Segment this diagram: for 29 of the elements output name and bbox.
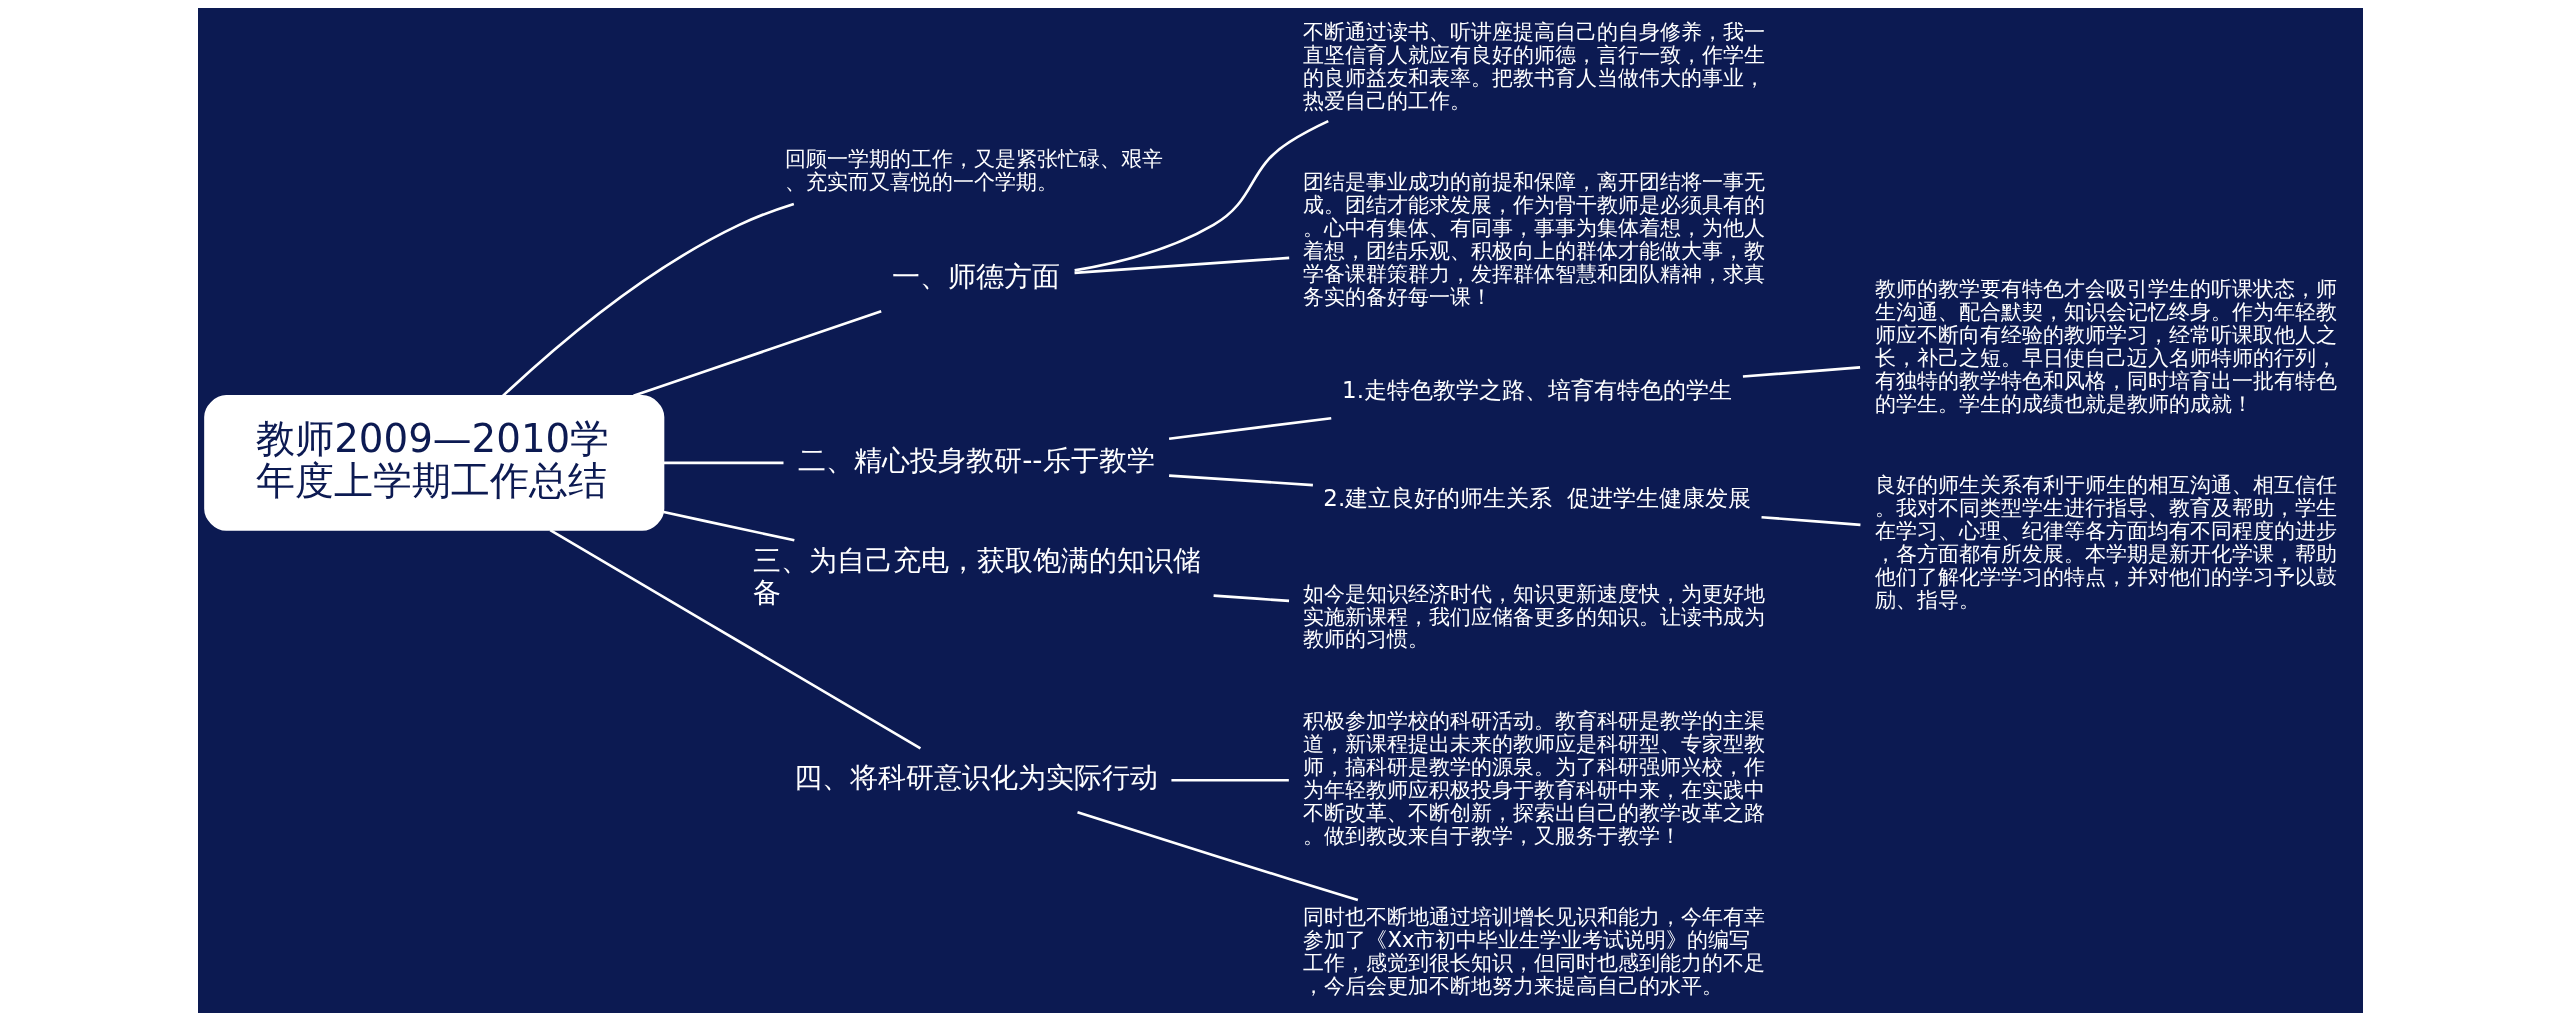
connector <box>663 461 783 465</box>
node-text: 三、为自己充电，获取饱满的知识储备 <box>752 544 1201 609</box>
node-text: 回顾一学期的工作，又是紧张忙碌、艰辛、充实而又喜悦的一个学期。 <box>784 146 1163 194</box>
node-text: 四、将科研意识化为实际行动 <box>793 760 1158 794</box>
node-text: 积极参加学校的科研活动。教育科研是教学的主渠道，新课程提出未来的教师应是科研型、专家型教师，搞科研是教学的源泉。为了科研强师兴校，作为年轻教师应积极投身于教育科研中来，在实践中不断改革、不断创新，探索出自己的教学改革之路。做到教改来自于教学，又服务于教学！ <box>1302 708 1765 849</box>
connector <box>1213 594 1289 603</box>
connector <box>501 202 794 397</box>
connector <box>1076 810 1358 902</box>
node-text: 教师的教学要有特色才会吸引学生的听课状态，师生沟通、配合默契，知识会记忆终身。作为年轻教师应不断向有经验的教师学习，经常听课取他人之长，补己之短。早日使自己迈入名师特师的行列，有独特的教学特色和风格，同时培育出一批有特色的学生。学生的成绩也就是教师的成就！ <box>1874 276 2337 417</box>
connector <box>1170 778 1289 782</box>
node-text: 二、精心投身教研--乐于教学 <box>797 443 1155 477</box>
connector <box>1742 366 1860 378</box>
connector <box>1760 515 1861 527</box>
connector <box>1168 474 1313 487</box>
node-text: 如今是知识经济时代，知识更新速度快，为更好地实施新课程，我们应储备更多的知识。让读书成为教师的习惯。 <box>1302 580 1765 652</box>
node-box: 教师2009—2010学年度上学期工作总结 <box>203 395 664 531</box>
connector <box>1168 416 1331 441</box>
node-text: 一、师德方面 <box>891 260 1060 294</box>
node-text: 同时也不断地通过培训增长见识和能力，今年有幸参加了《Xx市初中毕业生学业考试说明》的编写工作，感觉到很长知识，但同时也感到能力的不足，今后会更加不断地努力来提高自己的水平。 <box>1302 904 1765 998</box>
node-text: 2.建立良好的师生关系 促进学生健康发展 <box>1322 484 1751 511</box>
connector <box>1073 256 1289 275</box>
connector <box>662 510 795 542</box>
node-text: 1.走特色教学之路、培育有特色的学生 <box>1341 377 1732 404</box>
node-text: 不断通过读书、听讲座提高自己的自身修养，我一直坚信育人就应有良好的师德，言行一致，作学生的良师益友和表率。把教书育人当做伟大的事业，热爱自己的工作。 <box>1302 19 1765 113</box>
node-text: 团结是事业成功的前提和保障，离开团结将一事无成。团结才能求发展，作为骨干教师是必须具有的。心中有集体、有同事，事事为集体着想，为他人着想，团结乐观、积极向上的群体才能做大事，教学备课群策群力，发挥群体智慧和团队精神，求真务实的备好每一课！ <box>1302 168 1765 309</box>
connector <box>549 529 921 750</box>
connector <box>1073 119 1329 272</box>
node-text: 良好的师生关系有利于师生的相互沟通、相互信任。我对不同类型学生进行指导、教育及帮助，学生在学习、心理、纪律等各方面均有不同程度的进步，各方面都有所发展。本学期是新开化学课，帮助他们了解化学学习的特点，并对他们的学习予以鼓励、指导。 <box>1874 472 2337 612</box>
connector <box>632 310 882 397</box>
